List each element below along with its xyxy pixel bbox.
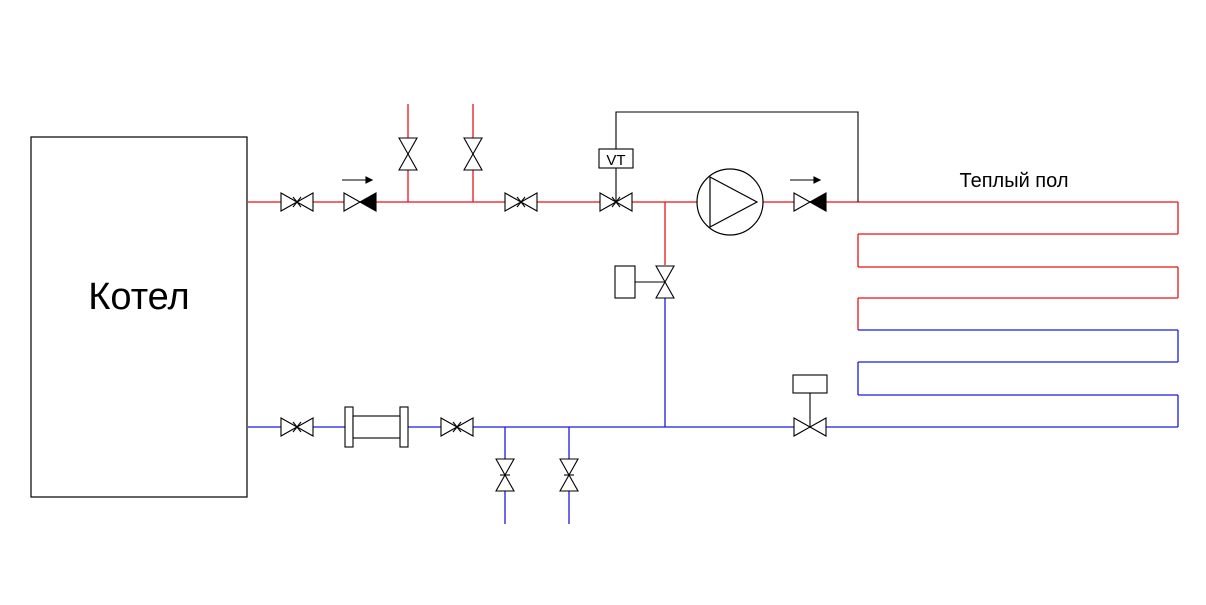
floor-return-actuator-valve[interactable] (792, 374, 828, 437)
return-shutoff-valve-1[interactable] (280, 417, 314, 437)
thermostatic-valve[interactable]: VT (598, 148, 634, 212)
return-filter (344, 406, 409, 448)
supply-vent-valve-2[interactable] (463, 137, 483, 171)
return-shutoff-valve-2[interactable] (440, 417, 474, 437)
return-drain-valve-1[interactable] (495, 458, 515, 492)
capillary-line (615, 111, 859, 202)
return-drain-valve-2[interactable] (559, 458, 579, 492)
boiler-label: Котел (88, 276, 189, 318)
circulation-pump[interactable] (696, 168, 764, 236)
return-pipes (248, 298, 1179, 524)
thermo-valve-label: VT (606, 152, 625, 169)
boiler: Котел (30, 136, 248, 498)
bypass-actuator-valve[interactable] (614, 265, 675, 299)
floor-heating-label: Теплый пол (959, 170, 1068, 192)
supply-shutoff-valve-2[interactable] (504, 192, 538, 212)
supply-shutoff-valve-1[interactable] (280, 192, 314, 212)
pump-check-valve (790, 176, 827, 212)
supply-check-valve (342, 176, 377, 212)
supply-vent-valve-1[interactable] (398, 137, 418, 171)
